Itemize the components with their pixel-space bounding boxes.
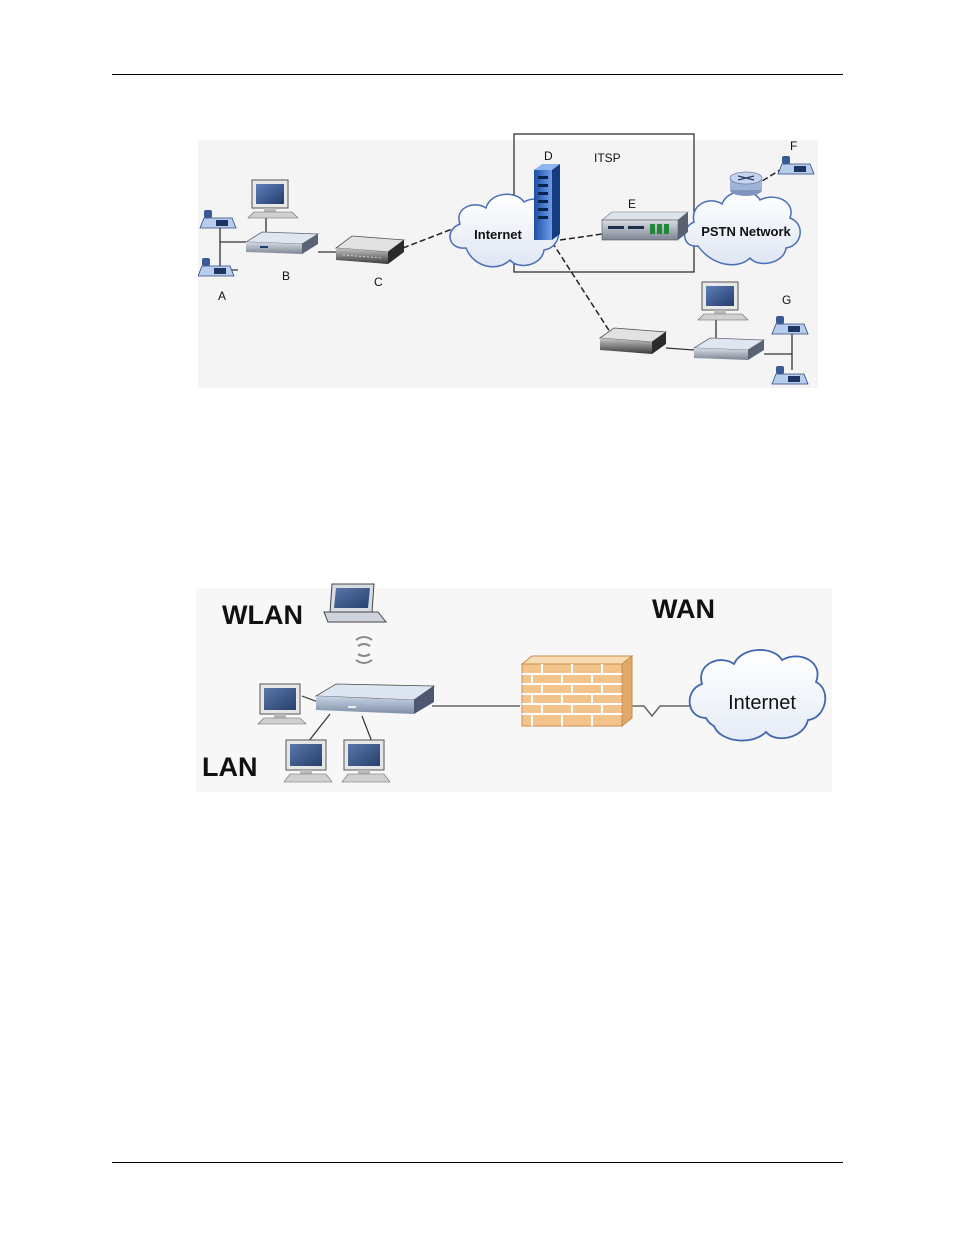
label-wlan: WLAN (222, 600, 303, 630)
router-icon (730, 172, 762, 196)
label-d: D (544, 149, 553, 163)
label-b: B (282, 269, 290, 283)
label-wan: WAN (652, 594, 715, 624)
internet-label: Internet (728, 692, 796, 714)
pstn-gateway-icon (602, 212, 688, 240)
internet-label: Internet (474, 227, 522, 242)
broadband-modem-g-icon (600, 328, 666, 354)
voip-network-diagram: Internet PSTN Network (198, 130, 818, 390)
firewall-icon (522, 656, 632, 726)
label-f: F (790, 139, 797, 153)
label-e: E (628, 197, 636, 211)
wireless-router-icon (316, 684, 434, 714)
header-rule (112, 74, 843, 75)
label-lan: LAN (202, 752, 258, 782)
wlan-lan-wan-diagram: Internet WLAN WAN LAN (196, 578, 832, 792)
pstn-label: PSTN Network (701, 224, 791, 239)
label-itsp: ITSP (594, 151, 621, 165)
lan-computer-2-icon (284, 740, 332, 782)
voip-adapter-b-icon (246, 232, 318, 254)
lan-computer-3-icon (342, 740, 390, 782)
label-c: C (374, 275, 383, 289)
lan-computer-1-icon (258, 684, 306, 724)
sip-server-rack-icon (534, 164, 560, 240)
label-a: A (218, 289, 226, 303)
footer-rule (112, 1162, 843, 1163)
label-g: G (782, 293, 791, 307)
